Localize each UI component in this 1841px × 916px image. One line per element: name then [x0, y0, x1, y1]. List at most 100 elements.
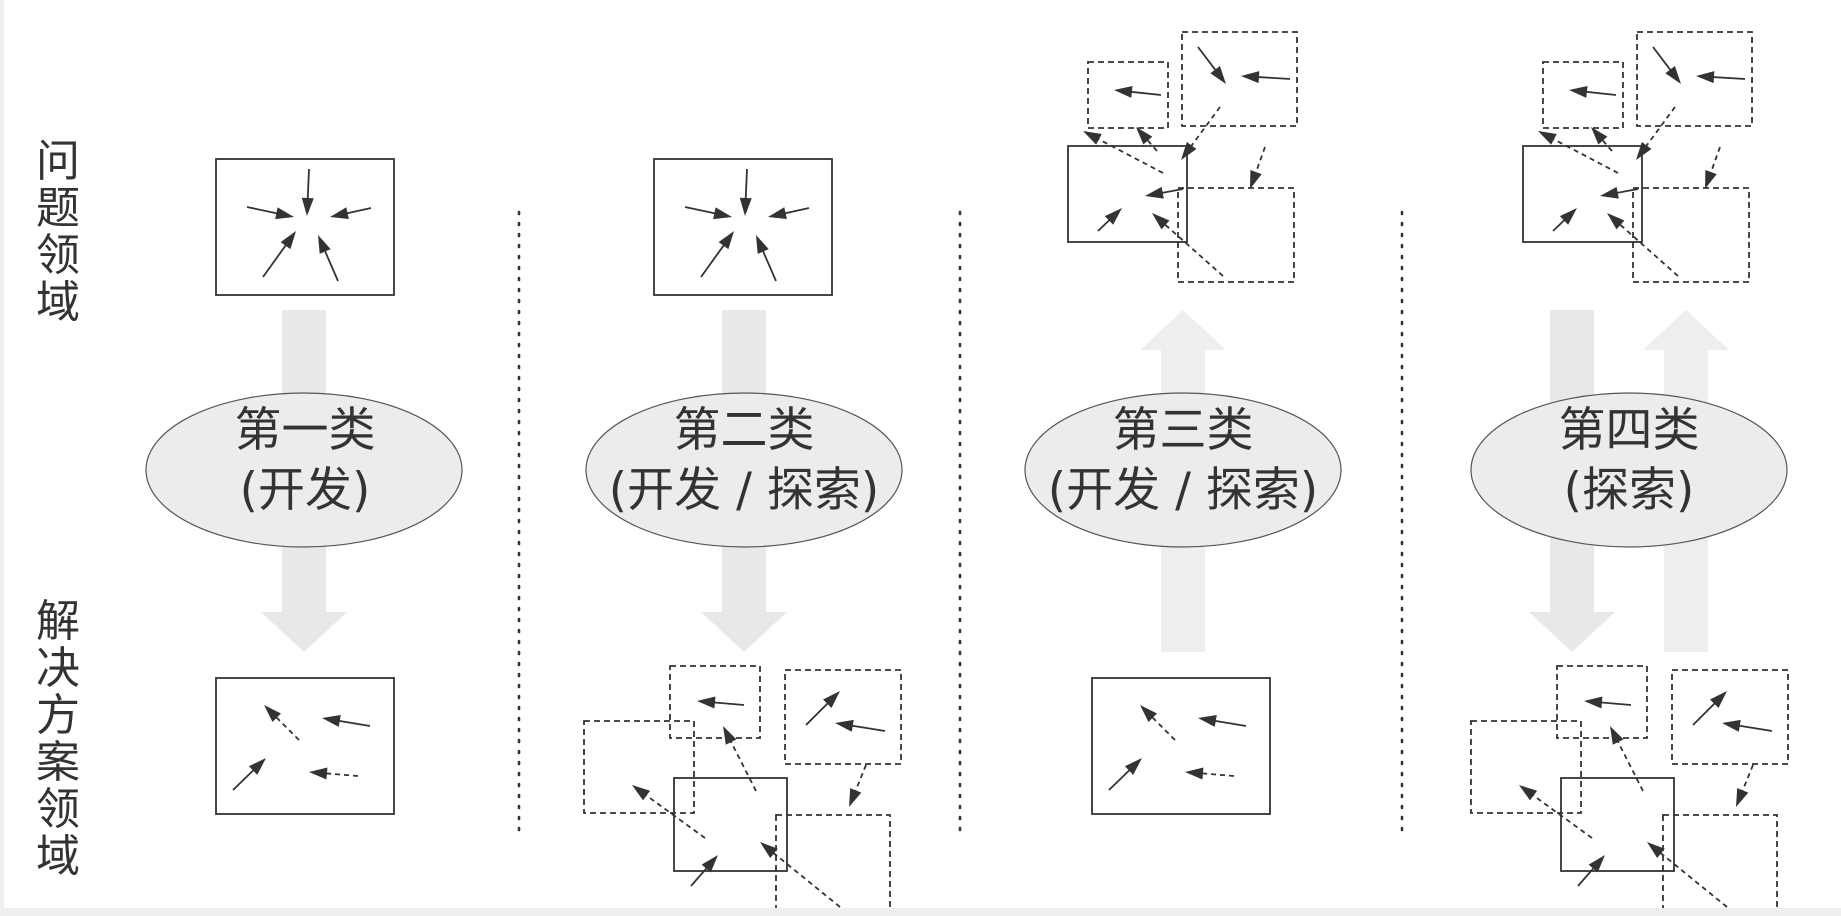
category-2-solution-arrow-6-head [632, 785, 651, 801]
category-4-ellipse [1470, 392, 1788, 548]
category-2-solution-arrow-6-shaft [638, 789, 706, 839]
category-4-problem-arrow-7-shaft [1545, 134, 1619, 174]
category-4-problem-arrow-1-head [1569, 85, 1588, 98]
category-1-problem-arrow-left-head [275, 207, 294, 220]
category-4-solution-box-bottom [1662, 814, 1778, 910]
category-2-solution-arrow-3-head [835, 719, 854, 732]
category-2-solution-box-left [583, 720, 695, 814]
category-2-solution-arrow-1-head [697, 696, 716, 709]
category-4-solution-arrow-7-head [1647, 842, 1665, 859]
category-2-solution-box-bottom [775, 814, 891, 910]
category-3-problem-arrow-5-head [1250, 170, 1262, 189]
category-1-solution-arrow-c-head [248, 758, 266, 775]
category-1-problem-arrow-right-head [330, 207, 349, 220]
category-4-problem-arrow-3-head [1696, 71, 1715, 84]
category-3-problem-arrow-1-head [1114, 85, 1133, 98]
category-3-solution-arrow-d-shaft [1193, 771, 1235, 777]
category-4-solution-arrow-6-head [1519, 785, 1538, 801]
category-4-subtitle: (探索) [1563, 463, 1695, 518]
category-2-solution-arrow-7-head [760, 842, 778, 859]
category-2-solution-arrow-8-head [701, 855, 718, 873]
category-3-solution-arrow-c-head [1124, 758, 1142, 775]
category-3-problem-arrow-6-shaft [1158, 218, 1224, 277]
category-2-solution-arrow-2-head [823, 691, 840, 708]
category-1-title: 第一类 [234, 403, 376, 458]
category-3-solution-box [1091, 677, 1271, 815]
solution-domain-label: 解决方案领域 [36, 596, 80, 882]
category-4-solution-arrow-6-shaft [1525, 789, 1593, 839]
category-2-subtitle: (开发 / 探索) [608, 463, 880, 518]
category-3-solution-arrow-d-head [1185, 767, 1204, 780]
category-3-problem-arrow-7-head [1083, 131, 1102, 145]
category-4-problem-box-right [1632, 187, 1750, 283]
category-3-problem-arrow-4-shaft [1185, 106, 1221, 154]
category-4-problem-box-top [1636, 31, 1753, 127]
category-1-solution-arrow-b-head [322, 715, 341, 727]
category-3-problem-arrow-10-head [1104, 208, 1122, 225]
category-2-title: 第二类 [673, 403, 815, 458]
category-4-solution-arrow-7-shaft [1653, 846, 1728, 908]
category-4-solution-arrow-3-head [1722, 719, 1741, 732]
category-2-solution-arrow-4-shaft [726, 733, 757, 792]
category-3-solution-arrow-a-shaft [1145, 710, 1176, 741]
category-3-problem-arrow-3-head [1241, 71, 1260, 84]
category-1-solution-arrow-a-head [264, 705, 281, 722]
category-3-problem-box-main [1067, 145, 1188, 243]
category-3-problem-box-top [1181, 31, 1298, 127]
category-3-ellipse [1024, 392, 1342, 548]
problem-domain-label: 问题领域 [36, 136, 80, 328]
category-2-solution-box-small [669, 665, 761, 739]
category-2-problem-arrow-lower-left-head [718, 231, 734, 250]
category-2-solution-arrow-5-head [849, 788, 862, 807]
category-4-problem-arrow-2-head [1665, 66, 1681, 84]
category-3-solution-arrow-a-head [1140, 705, 1157, 722]
category-1-solution-arrow-d-head [309, 767, 328, 780]
category-4-title: 第四类 [1558, 403, 1700, 458]
category-4-problem-arrow-6-shaft [1613, 218, 1679, 277]
category-2-solution-arrow-4-head [723, 726, 737, 745]
category-2-solution-box-right [784, 669, 902, 765]
category-1-problem-arrow-lower-left-head [280, 231, 296, 250]
category-4-problem-box-small [1542, 61, 1624, 129]
category-1-ellipse [145, 392, 463, 548]
category-2-problem-arrow-left-head [713, 207, 732, 220]
category-2-problem-box [653, 158, 833, 296]
category-3-solution-arrow-b-head [1198, 715, 1217, 727]
category-4-solution-box-left [1470, 720, 1582, 814]
category-2-ellipse [585, 392, 903, 548]
category-4-solution-arrow-4-head [1610, 726, 1624, 745]
category-1-problem-arrow-lower-right-head [318, 235, 331, 254]
category-2-problem-arrow-top-head [739, 197, 752, 216]
category-4-problem-arrow-4-shaft [1640, 106, 1676, 154]
category-3-problem-arrow-2-head [1210, 66, 1226, 84]
category-4-problem-arrow-6-head [1607, 213, 1625, 230]
category-4-solution-arrow-4-shaft [1613, 733, 1644, 792]
category-4-solution-box-main [1560, 777, 1675, 872]
category-1-solution-arrow-a-shaft [269, 710, 300, 741]
category-4-problem-arrow-7-head [1538, 131, 1557, 145]
category-3-problem-arrow-7-shaft [1090, 134, 1164, 174]
category-2-problem-arrow-right-head [768, 207, 787, 220]
category-2-solution-arrow-7-shaft [766, 846, 841, 908]
category-4-solution-arrow-8-head [1588, 855, 1605, 873]
category-4-problem-arrow-8-head [1591, 127, 1608, 145]
category-4-problem-arrow-10-head [1559, 208, 1577, 225]
category-1-solution-box [215, 677, 395, 815]
category-4-solution-arrow-1-head [1584, 696, 1603, 709]
category-3-problem-arrow-8-head [1136, 127, 1153, 145]
category-3-problem-arrow-6-head [1152, 213, 1170, 230]
category-4-problem-box-main [1522, 145, 1643, 243]
category-4-problem-arrow-9-head [1600, 186, 1619, 199]
category-1-problem-arrow-top-head [301, 197, 314, 216]
category-4-solution-box-small [1556, 665, 1648, 739]
category-4-solution-arrow-5-head [1736, 788, 1749, 807]
category-1-solution-arrow-d-shaft [317, 771, 359, 777]
category-1-problem-box [215, 158, 395, 296]
category-3-problem-box-right [1177, 187, 1295, 283]
category-3-subtitle: (开发 / 探索) [1047, 463, 1319, 518]
category-2-solution-box-main [673, 777, 788, 872]
category-1-subtitle: (开发) [239, 463, 371, 518]
category-3-problem-arrow-9-head [1145, 186, 1164, 199]
category-3-problem-arrow-4-head [1181, 141, 1197, 160]
